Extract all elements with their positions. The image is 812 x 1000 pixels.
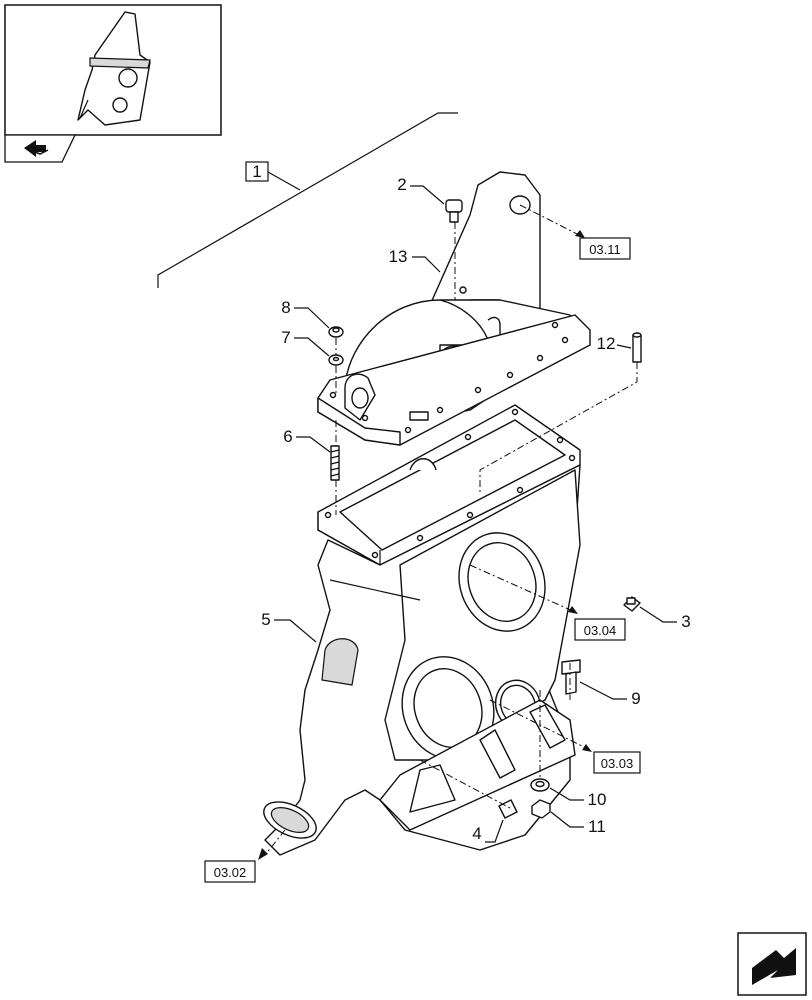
next-page-arrow-icon[interactable] [737, 932, 807, 996]
svg-text:3: 3 [681, 612, 690, 631]
callout-3: 3 [639, 606, 691, 631]
callout-13: 13 [389, 247, 441, 273]
svg-text:10: 10 [588, 790, 607, 809]
reference-box-0304[interactable]: 03.04 [574, 618, 626, 641]
svg-text:2: 2 [397, 175, 406, 194]
callout-5: 5 [261, 610, 317, 643]
svg-text:03.04: 03.04 [584, 623, 617, 638]
callout-10: 10 [549, 787, 607, 809]
housing-gasket-flange [317, 404, 581, 567]
reference-box-0302[interactable]: 03.02 [204, 860, 256, 883]
svg-text:1: 1 [252, 162, 261, 181]
plug-3 [623, 596, 641, 612]
nut-11 [531, 799, 551, 819]
svg-text:13: 13 [389, 247, 408, 266]
svg-text:12: 12 [597, 334, 616, 353]
pin-12 [632, 332, 642, 363]
svg-text:03.03: 03.03 [601, 756, 634, 771]
svg-text:03.11: 03.11 [589, 242, 621, 257]
gearbox-housing [263, 464, 581, 856]
screw-2 [445, 199, 463, 223]
assembly-leader-line [157, 112, 458, 288]
callout-1: 1 [245, 161, 269, 182]
upper-cover-bracket [317, 171, 591, 446]
svg-text:5: 5 [261, 610, 270, 629]
reference-box-0311[interactable]: 03.11 [579, 237, 631, 260]
washer-10 [530, 778, 550, 792]
svg-text:6: 6 [283, 427, 292, 446]
reference-arrows [258, 230, 592, 860]
callout-12: 12 [597, 334, 632, 353]
assembly-thumbnail-icon[interactable] [4, 4, 222, 136]
callout-4: 4 [472, 819, 504, 843]
svg-text:7: 7 [281, 328, 290, 347]
svg-text:8: 8 [281, 298, 290, 317]
center-lines [264, 204, 638, 856]
callout-8: 8 [281, 298, 330, 329]
svg-text:4: 4 [472, 824, 481, 843]
svg-text:03.02: 03.02 [214, 865, 247, 880]
stud-6 [330, 445, 340, 481]
washer-7 [328, 354, 344, 366]
callout-11: 11 [550, 811, 606, 836]
callout-2: 2 [397, 175, 445, 205]
previous-page-arrow-icon[interactable] [4, 134, 77, 163]
svg-text:9: 9 [631, 689, 640, 708]
reference-box-0303[interactable]: 03.03 [593, 751, 641, 774]
callout-7: 7 [281, 328, 330, 357]
callout-9: 9 [579, 681, 641, 708]
svg-text:11: 11 [588, 817, 606, 836]
bolt-9 [561, 659, 581, 695]
nut-8 [328, 326, 344, 338]
callout-6: 6 [283, 427, 331, 453]
